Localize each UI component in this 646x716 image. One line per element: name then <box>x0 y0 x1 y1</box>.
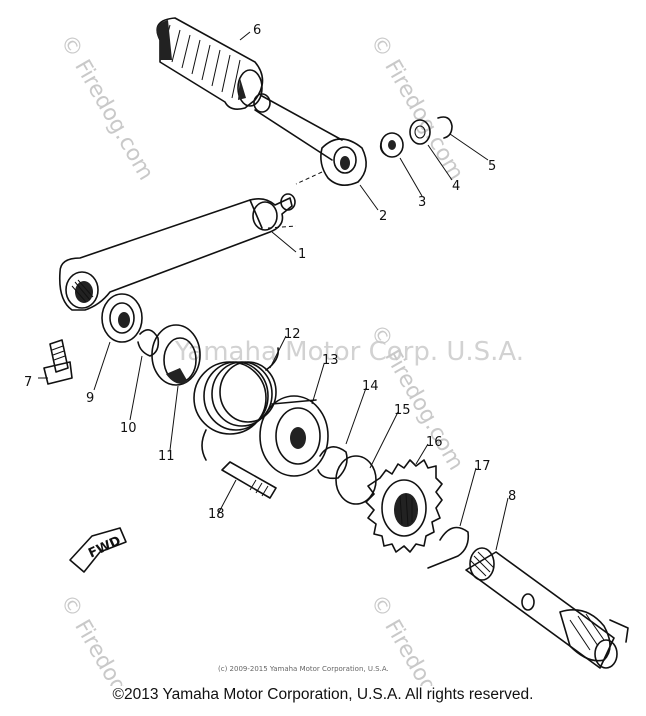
part-17-spring-clip[interactable] <box>427 526 470 569</box>
label-11: 11 <box>158 449 175 464</box>
label-8: 8 <box>508 489 516 504</box>
part-5-clip[interactable] <box>437 116 453 139</box>
site-watermark-1: © Firedog.com <box>55 31 158 185</box>
part-8-kick-shaft[interactable] <box>465 547 629 669</box>
part-11-spring-guide[interactable] <box>151 324 201 386</box>
label-7: 7 <box>24 375 32 390</box>
label-4: 4 <box>452 179 460 194</box>
site-watermark-2: © Firedog.com <box>365 31 468 185</box>
diagram-canvas: Yamaha Motor Corp. U.S.A. © Firedog.com … <box>24 17 629 687</box>
part-2-folding-arm[interactable] <box>253 93 367 186</box>
part-9-oil-seal[interactable] <box>101 293 143 343</box>
part-6-grip[interactable] <box>156 17 264 110</box>
part-14-circlip[interactable] <box>317 446 348 480</box>
label-5: 5 <box>488 159 496 174</box>
footer-copyright: ©2013 Yamaha Motor Corporation, U.S.A. A… <box>112 686 534 703</box>
small-copyright: (c) 2009-2015 Yamaha Motor Corporation, … <box>218 665 389 673</box>
part-16-kick-gear[interactable] <box>365 459 443 553</box>
label-3: 3 <box>418 195 426 210</box>
fwd-arrow: FWD <box>69 527 127 573</box>
label-15: 15 <box>394 403 411 418</box>
leader-lines <box>38 31 509 551</box>
site-watermark-4: © Firedog.com <box>55 591 158 687</box>
label-9: 9 <box>86 391 94 406</box>
part-3-washer[interactable] <box>379 132 404 158</box>
part-18-pin[interactable] <box>221 461 277 499</box>
part-1-kick-crank[interactable] <box>58 193 297 311</box>
part-15-clip[interactable] <box>335 455 377 505</box>
part-10-circlip[interactable] <box>137 329 160 357</box>
label-12: 12 <box>284 327 301 342</box>
part-13-spring-cover[interactable] <box>259 395 329 477</box>
label-10: 10 <box>120 421 137 436</box>
part-7-bolt[interactable] <box>43 339 73 385</box>
label-16: 16 <box>426 435 443 450</box>
label-2: 2 <box>379 209 387 224</box>
label-13: 13 <box>322 353 339 368</box>
label-18: 18 <box>208 507 225 522</box>
label-17: 17 <box>474 459 491 474</box>
label-14: 14 <box>362 379 379 394</box>
part-labels: 6 1 2 3 4 5 7 9 10 11 12 13 14 15 16 17 … <box>24 23 516 522</box>
watermark-group: Yamaha Motor Corp. U.S.A. © Firedog.com … <box>55 31 524 687</box>
label-6: 6 <box>253 23 261 38</box>
label-1: 1 <box>298 247 306 262</box>
fwd-label: FWD <box>86 533 123 561</box>
part-4-washer[interactable] <box>409 119 431 145</box>
part-12-kick-spring[interactable] <box>193 347 280 461</box>
